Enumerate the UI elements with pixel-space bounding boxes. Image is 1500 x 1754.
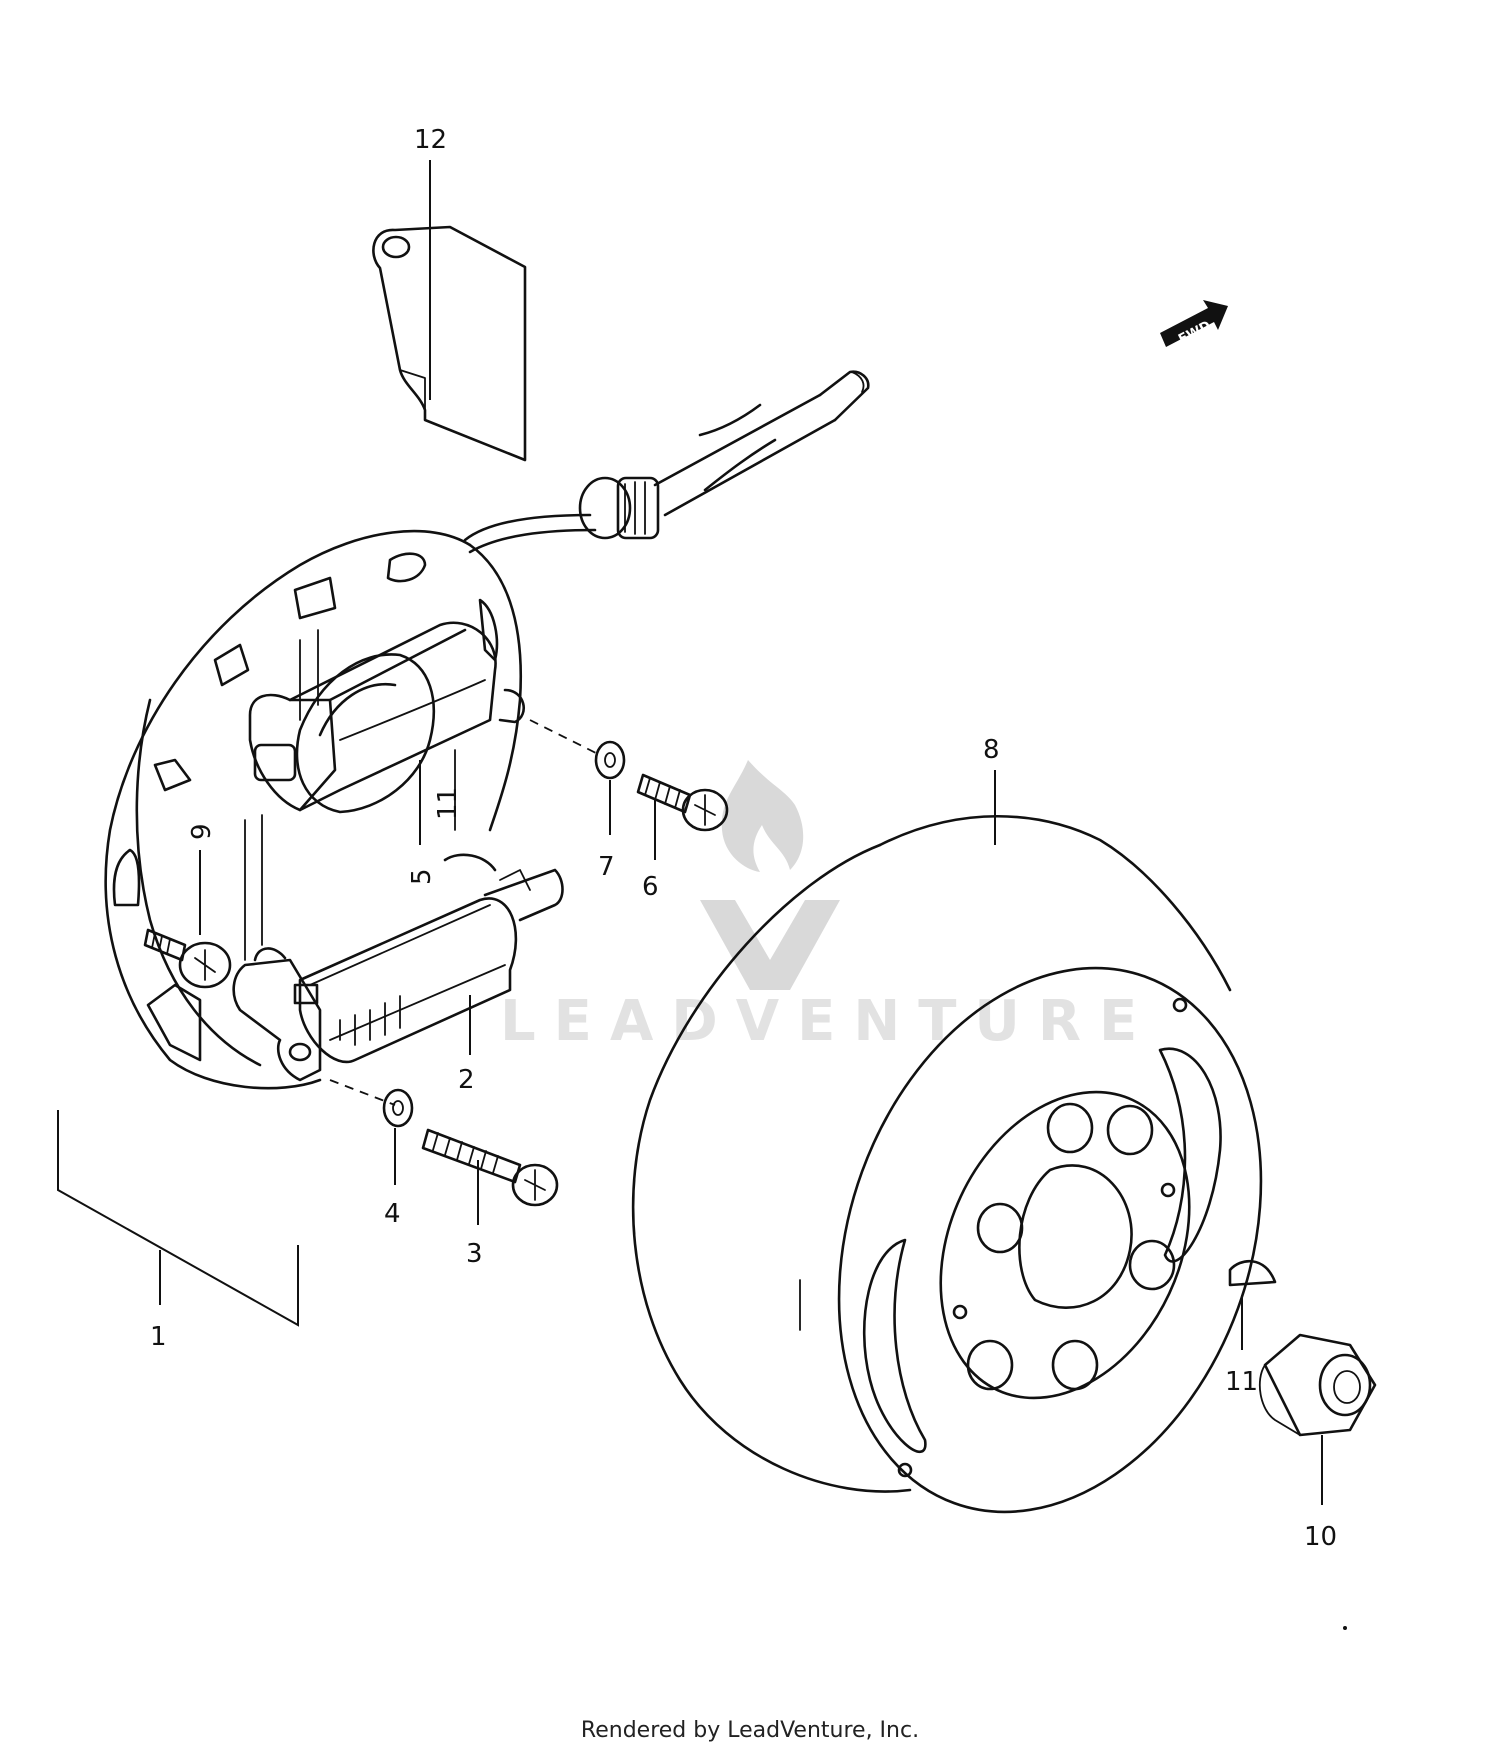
part-11-woodruff-key <box>1228 1259 1277 1287</box>
coil-wire <box>244 629 456 961</box>
render-credit: Rendered by LeadVenture, Inc. <box>580 1718 920 1743</box>
callout-4: 4 <box>384 1199 401 1229</box>
stray-dot <box>1343 1626 1347 1630</box>
part-5-charging-coil <box>248 621 525 812</box>
part-3-screw <box>421 1128 559 1207</box>
assembly-line-3-4 <box>329 1079 396 1106</box>
callout-1: 1 <box>150 1322 167 1352</box>
part-2-pulser-coil <box>232 853 564 1082</box>
assembly-line-6-7 <box>529 719 601 756</box>
part-12-bracket <box>372 225 527 462</box>
callout-6: 6 <box>642 872 659 902</box>
fwd-arrow-icon: FWD <box>1160 300 1228 347</box>
part-6-screw <box>636 773 729 832</box>
watermark-text: LEADVENTURE <box>500 989 1155 1054</box>
callout-5: 5 <box>407 868 437 885</box>
callout-7: 7 <box>598 852 615 882</box>
part-7-washer <box>594 740 626 780</box>
part-4-washer <box>382 1088 414 1128</box>
part-9-screw <box>143 928 232 989</box>
callout-2: 2 <box>458 1065 475 1095</box>
leadventure-watermark: LEADVENTURE <box>500 760 1155 1054</box>
callout-11: 11 <box>1225 1367 1258 1397</box>
part-10-nut <box>1258 1333 1377 1437</box>
stator-cable <box>463 370 870 554</box>
callout-9: 9 <box>187 823 217 840</box>
callout-8: 8 <box>983 735 1000 765</box>
part-8-flywheel <box>631 814 1263 1514</box>
callout-10: 10 <box>1304 1522 1337 1552</box>
callout-12: 12 <box>414 125 447 155</box>
stator-plate <box>104 529 522 1090</box>
leader-1-bracket <box>57 1110 299 1327</box>
callout-3: 3 <box>466 1239 483 1269</box>
callout-11-stator: 11 <box>433 787 463 820</box>
